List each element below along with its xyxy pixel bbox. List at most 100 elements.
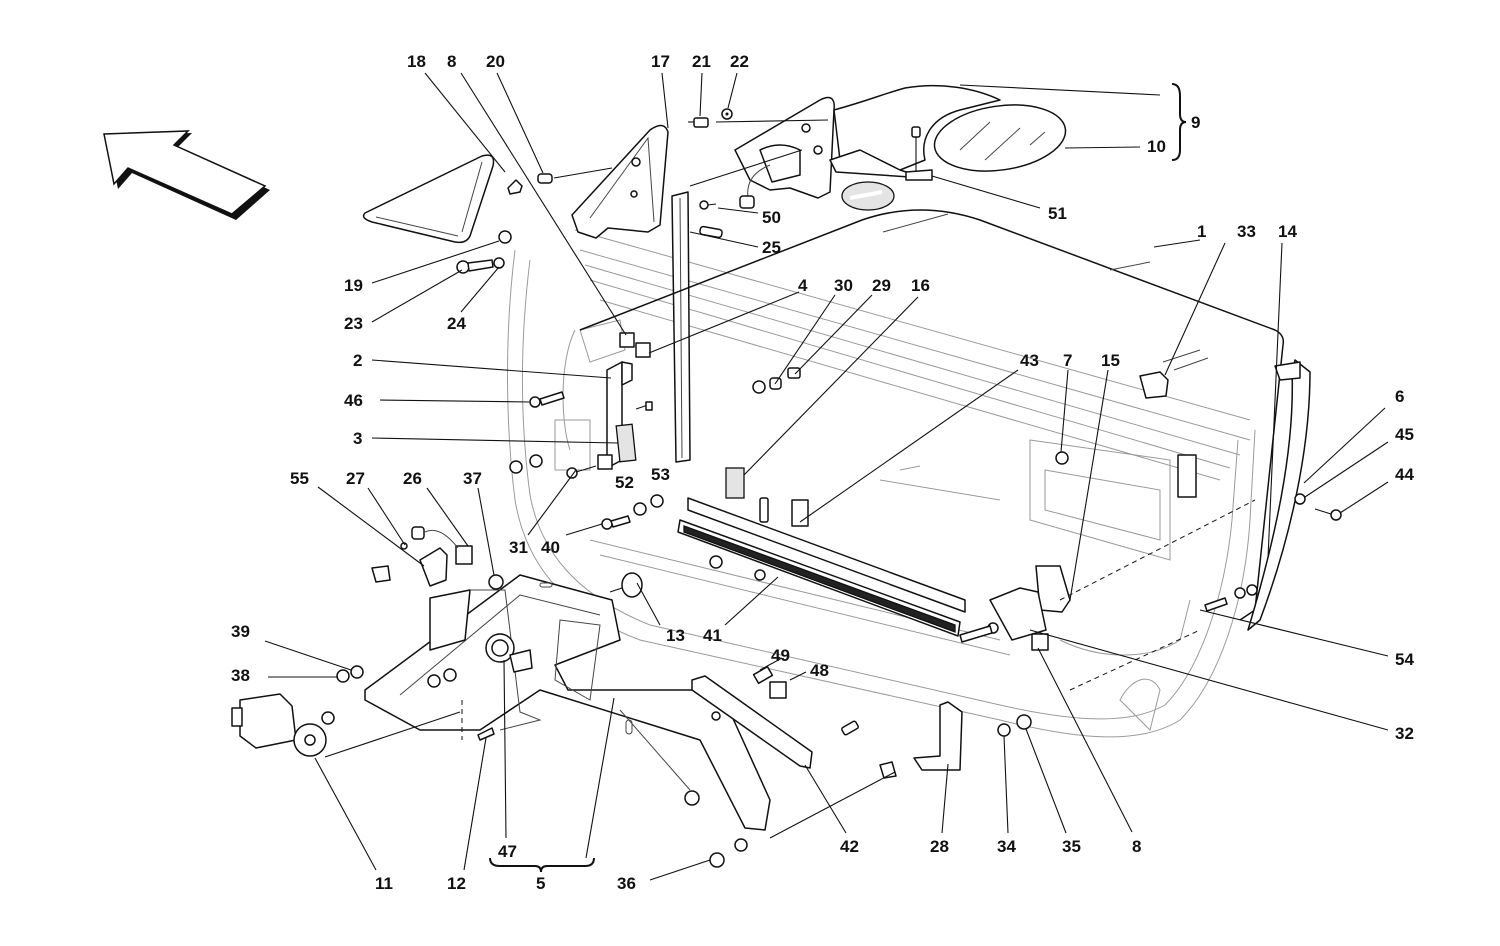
slider-16 (725, 467, 745, 499)
mirror-glass-10 (933, 104, 1067, 172)
callout-21: 21 (692, 52, 711, 71)
nut-washer-left (509, 454, 543, 474)
callout-51: 51 (1048, 204, 1067, 223)
nut-7 (1055, 451, 1069, 465)
callout-55: 55 (290, 469, 309, 488)
callout-31: 31 (509, 538, 528, 557)
screw-12 (477, 727, 495, 741)
nut-37 (488, 574, 504, 590)
callout-12: 12 (447, 874, 466, 893)
clip-8-upper (619, 332, 635, 348)
screw-44 (1314, 508, 1342, 521)
callout-8-top: 8 (447, 52, 456, 71)
bolt-36 (709, 838, 748, 868)
bolt-40 (601, 515, 631, 530)
screw-near-3 (635, 401, 653, 411)
callout-17: 17 (651, 52, 670, 71)
screw-bracket (711, 711, 721, 721)
nut-36 (684, 790, 700, 806)
slider-43 (791, 499, 809, 527)
callout-39: 39 (231, 622, 250, 641)
bumper-13 (609, 572, 643, 598)
callout-8-bottom: 8 (1132, 837, 1141, 856)
callout-36: 36 (617, 874, 636, 893)
nut-34 (997, 723, 1011, 737)
callout-2: 2 (353, 351, 362, 370)
callout-1: 1 (1197, 222, 1206, 241)
washer-39 (350, 665, 364, 679)
mirror-base-plate-17 (571, 124, 669, 239)
window-glass-1 (579, 209, 1285, 621)
callout-20: 20 (486, 52, 505, 71)
callout-24: 24 (447, 314, 466, 333)
callout-52: 52 (615, 473, 634, 492)
block-near-31 (597, 454, 613, 470)
bolt-vertical (759, 497, 769, 523)
fastener-21 (688, 117, 709, 128)
part-18-triangle-trim (362, 154, 495, 244)
callout-49: 49 (771, 646, 790, 665)
clip-48 (769, 681, 787, 699)
screw-50 (699, 200, 717, 210)
clip-49 (752, 665, 774, 685)
callout-45: 45 (1395, 425, 1414, 444)
callout-41: 41 (703, 626, 722, 645)
callout-10: 10 (1147, 137, 1166, 156)
group-bracket-5 (489, 857, 595, 873)
callout-11: 11 (375, 874, 393, 893)
callout-38: 38 (231, 666, 250, 685)
clip-8-lower (1031, 633, 1049, 651)
guide-rail-14 (1247, 359, 1311, 631)
bolt-46 (529, 391, 565, 408)
washer-35 (1016, 714, 1032, 730)
regulator-rail-41 (677, 497, 966, 637)
washer-52 (633, 502, 647, 516)
callout-27: 27 (346, 469, 365, 488)
bracket-rear (1177, 454, 1197, 498)
part-clip (507, 179, 523, 195)
nut-38 (336, 669, 350, 683)
callout-19: 19 (344, 276, 363, 295)
motor-11 (231, 693, 335, 757)
washer-22 (721, 108, 733, 120)
callout-28: 28 (930, 837, 949, 856)
callout-30: 30 (834, 276, 853, 295)
callout-47: 47 (498, 842, 517, 861)
washer-30-pre (752, 380, 766, 394)
bolt-31 (566, 465, 597, 479)
callout-labels: 18 8 20 17 21 22 9 10 50 51 25 1 33 14 1… (231, 52, 1414, 893)
callout-18: 18 (407, 52, 426, 71)
callout-35: 35 (1062, 837, 1081, 856)
link-bracket-42 (691, 675, 859, 769)
callout-37: 37 (463, 469, 482, 488)
block-33 (1139, 371, 1169, 399)
callout-54: 54 (1395, 650, 1414, 669)
regulator-plate-5 (364, 574, 771, 831)
callout-6: 6 (1395, 387, 1404, 406)
nut-regulator (427, 668, 457, 688)
mirror-seal (841, 181, 895, 211)
group-bracket-9 (1171, 83, 1187, 161)
leader-lines (264, 72, 1389, 881)
nut-19 (498, 230, 512, 244)
callout-50: 50 (762, 208, 781, 227)
callout-26: 26 (403, 469, 422, 488)
clip-4 (635, 342, 651, 358)
bracket-55 (371, 547, 448, 587)
bracket-28 (879, 701, 963, 779)
callout-4: 4 (798, 276, 808, 295)
front-direction-arrow (103, 130, 270, 220)
callout-44: 44 (1395, 465, 1414, 484)
callout-25: 25 (762, 238, 781, 257)
carrier-32 (959, 587, 1047, 643)
callout-23: 23 (344, 314, 363, 333)
callout-5: 5 (536, 874, 545, 893)
callout-22: 22 (730, 52, 749, 71)
bolt-29 (787, 367, 801, 379)
bolt-54 (1204, 584, 1258, 612)
callout-46: 46 (344, 391, 363, 410)
cable-bracket-26 (411, 526, 473, 565)
callout-3: 3 (353, 429, 362, 448)
callout-40: 40 (541, 538, 560, 557)
